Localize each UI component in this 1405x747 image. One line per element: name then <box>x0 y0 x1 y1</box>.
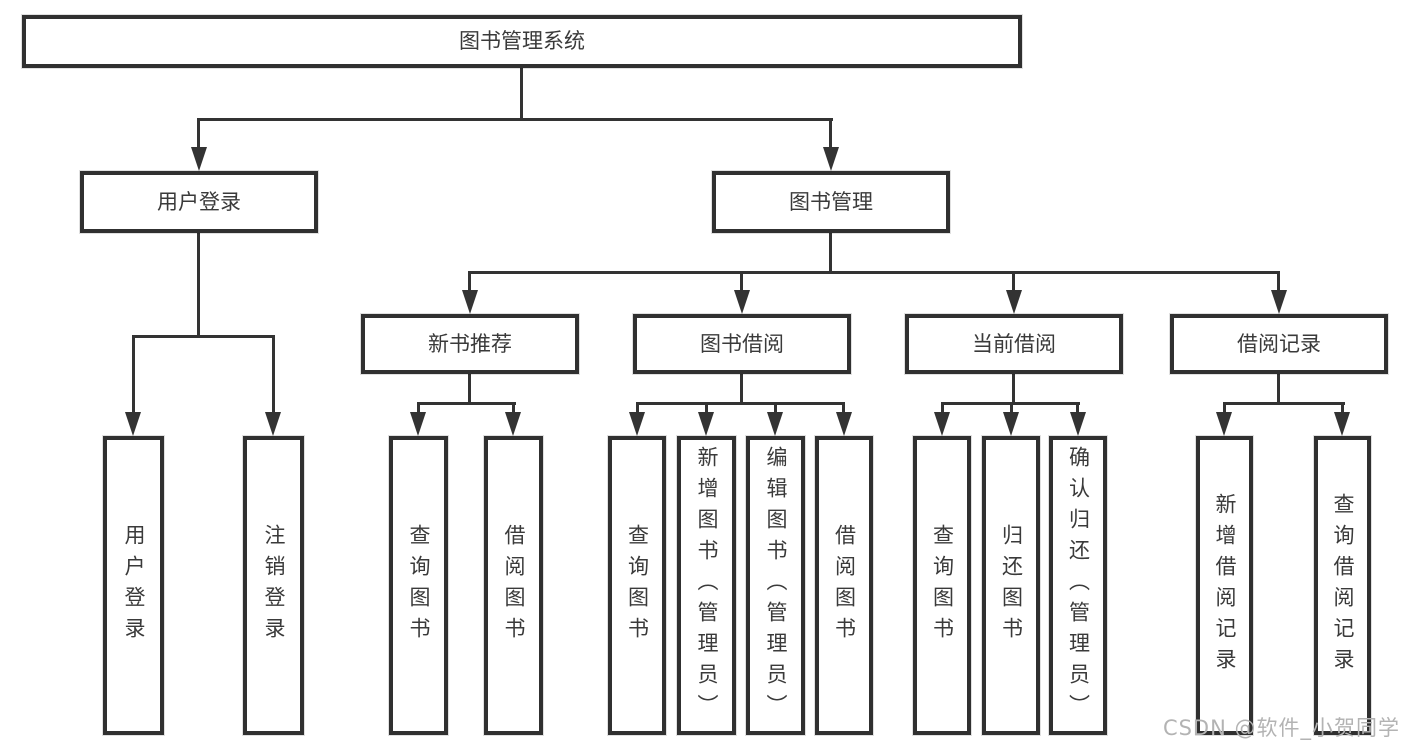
node-label: 新书推荐 <box>428 331 512 356</box>
leaf-logout: 注销登录 <box>243 436 304 735</box>
leaf-user-login: 用户登录 <box>103 436 164 735</box>
connector-line <box>1012 271 1015 293</box>
connector-line <box>774 402 777 414</box>
connector-line <box>1223 402 1345 405</box>
connector-line <box>468 374 471 404</box>
connector-line <box>272 335 275 414</box>
leaf-edit-book-admin: 编辑图书（管理员） <box>746 436 805 735</box>
node-label: 查询借阅记录 <box>1331 492 1355 679</box>
connector-line <box>1010 402 1013 414</box>
connector-line <box>636 402 845 405</box>
connector-line <box>842 402 845 414</box>
arrow-down-icon <box>823 147 839 171</box>
arrow-down-icon <box>836 412 852 436</box>
node-label: 借阅图书 <box>832 523 857 648</box>
arrow-down-icon <box>734 290 750 314</box>
connector-line <box>132 335 275 338</box>
connector-line <box>1277 271 1280 293</box>
node-label: 新增图书（管理员） <box>695 446 719 725</box>
connector-line <box>829 118 832 152</box>
node-label: 图书管理 <box>789 189 873 214</box>
arrow-down-icon <box>1334 412 1350 436</box>
node-new-book-recommendation: 新书推荐 <box>361 314 579 374</box>
connector-line <box>636 402 639 414</box>
leaf-query-books-borrowing: 查询图书 <box>608 436 666 735</box>
connector-line <box>417 402 516 405</box>
connector-line <box>941 402 944 414</box>
arrow-down-icon <box>698 412 714 436</box>
leaf-return-books: 归还图书 <box>982 436 1040 735</box>
arrow-down-icon <box>265 412 281 436</box>
node-current-borrowing: 当前借阅 <box>905 314 1123 374</box>
leaf-query-borrow-record: 查询借阅记录 <box>1314 436 1371 735</box>
node-label: 查询图书 <box>930 523 955 648</box>
node-label: 新增借阅记录 <box>1213 492 1237 679</box>
node-label: 查询图书 <box>407 523 431 648</box>
connector-line <box>132 335 135 414</box>
node-book-borrowing: 图书借阅 <box>633 314 851 374</box>
arrow-down-icon <box>1003 412 1019 436</box>
connector-line <box>197 118 200 152</box>
arrow-down-icon <box>462 290 478 314</box>
connector-line <box>829 233 832 273</box>
arrow-down-icon <box>934 412 950 436</box>
connector-line <box>520 68 523 120</box>
arrow-down-icon <box>1006 290 1022 314</box>
connector-line <box>1223 402 1226 414</box>
connector-line <box>1277 374 1280 404</box>
arrow-down-icon <box>1216 412 1232 436</box>
connector-line <box>197 118 833 121</box>
node-label: 查询图书 <box>625 523 650 648</box>
node-label: 当前借阅 <box>972 331 1056 356</box>
node-label: 确认归还（管理员） <box>1066 446 1091 725</box>
node-label: 编辑图书（管理员） <box>764 446 788 725</box>
connector-line <box>468 271 471 293</box>
leaf-add-book-admin: 新增图书（管理员） <box>677 436 736 735</box>
arrow-down-icon <box>767 412 783 436</box>
connector-line <box>1076 402 1079 414</box>
node-label: 借阅记录 <box>1237 331 1321 356</box>
watermark: CSDN @软件_小贺同学 <box>1162 716 1400 740</box>
node-label: 借阅图书 <box>502 523 526 648</box>
leaf-borrow-books-recommend: 借阅图书 <box>484 436 543 735</box>
arrow-down-icon <box>1070 412 1086 436</box>
leaf-borrow-books-borrowing: 借阅图书 <box>815 436 873 735</box>
leaf-query-books-recommend: 查询图书 <box>389 436 448 735</box>
connector-line <box>417 402 420 414</box>
node-label: 用户登录 <box>157 189 241 214</box>
connector-line <box>740 374 743 404</box>
node-user-login: 用户登录 <box>80 171 318 233</box>
node-library-management-system: 图书管理系统 <box>22 15 1022 68</box>
arrow-down-icon <box>629 412 645 436</box>
connector-line <box>1341 402 1344 414</box>
leaf-confirm-return-admin: 确认归还（管理员） <box>1049 436 1107 735</box>
connector-line <box>1012 374 1015 404</box>
node-borrowing-records: 借阅记录 <box>1170 314 1388 374</box>
arrow-down-icon <box>1271 290 1287 314</box>
arrow-down-icon <box>410 412 426 436</box>
leaf-query-books-current: 查询图书 <box>913 436 971 735</box>
connector-line <box>740 271 743 293</box>
node-label: 图书借阅 <box>700 331 784 356</box>
connector-line <box>512 402 515 414</box>
node-label: 图书管理系统 <box>459 29 585 54</box>
connector-line <box>468 271 1280 274</box>
connector-line <box>705 402 708 414</box>
node-label: 归还图书 <box>999 523 1024 648</box>
arrow-down-icon <box>505 412 521 436</box>
connector-line <box>197 233 200 337</box>
arrow-down-icon <box>125 412 141 436</box>
node-label: 注销登录 <box>262 523 286 648</box>
arrow-down-icon <box>191 147 207 171</box>
node-label: 用户登录 <box>122 523 146 648</box>
leaf-add-borrow-record: 新增借阅记录 <box>1196 436 1253 735</box>
node-book-management: 图书管理 <box>712 171 950 233</box>
